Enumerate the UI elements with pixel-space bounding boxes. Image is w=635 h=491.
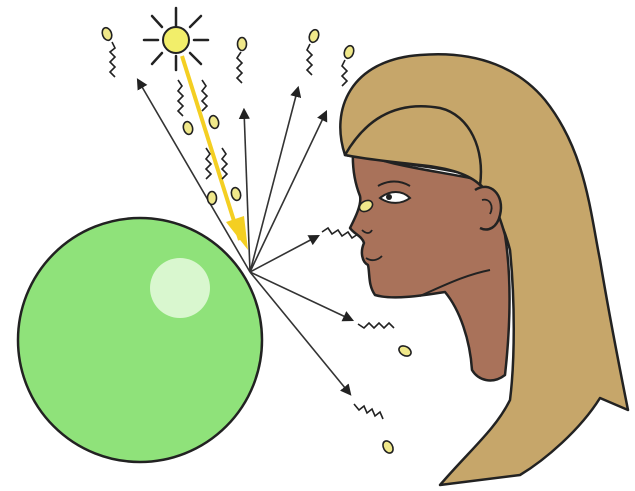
sunbeam <box>182 56 248 250</box>
scent-particle-icon <box>358 323 413 358</box>
ray <box>250 272 350 394</box>
ray <box>250 236 318 272</box>
ray <box>250 112 326 272</box>
scent-particle-icon <box>101 26 115 77</box>
scent-particle-icon <box>354 404 395 455</box>
scent-particle-icon <box>237 38 247 84</box>
sun-icon <box>144 8 208 70</box>
ball-highlight <box>150 258 210 318</box>
ray <box>250 88 298 272</box>
pupil <box>386 194 392 200</box>
ray <box>250 272 352 320</box>
girl-figure <box>340 54 628 485</box>
green-ball <box>18 218 262 462</box>
scent-particle-icon <box>342 44 355 86</box>
scent-particle-icon <box>307 28 320 75</box>
